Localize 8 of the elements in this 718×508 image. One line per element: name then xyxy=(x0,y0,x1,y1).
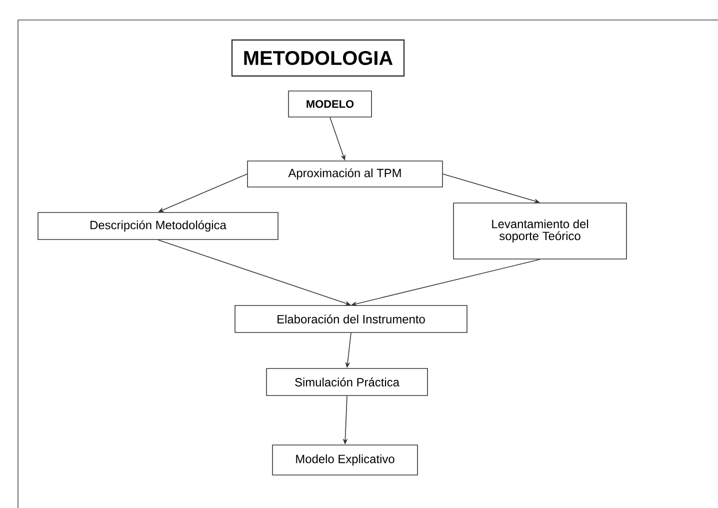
process-box: Simulación Práctica xyxy=(266,368,428,396)
process-box: Aproximación al TPM xyxy=(247,160,443,188)
process-box: Levantamiento del soporte Teórico xyxy=(453,202,627,260)
model-box: MODELO xyxy=(288,90,372,118)
title-box: METODOLOGIA xyxy=(231,39,405,77)
process-box: Modelo Explicativo xyxy=(272,444,418,476)
process-box: Elaboración del Instrumento xyxy=(234,305,468,333)
process-box: Descripción Metodológica xyxy=(38,212,278,240)
